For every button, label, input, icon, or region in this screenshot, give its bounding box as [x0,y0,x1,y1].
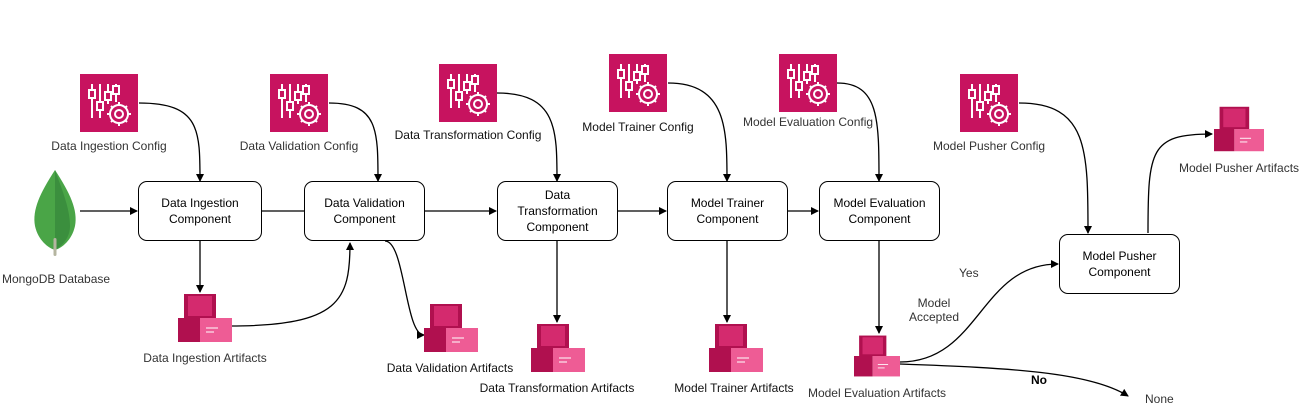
edge-validation-to-artifacts [384,240,425,339]
model-pusher-component[interactable]: Model Pusher Component [1059,234,1180,294]
model-accepted-label: Model Accepted [908,296,960,324]
edge-evaluation-no-to-none [899,363,1129,397]
config-sliders-gear-icon [960,74,1018,132]
data-transformation-artifacts-label: Data Transformation Artifacts [479,381,635,395]
model-pusher-artifacts-label: Model Pusher Artifacts [1178,161,1299,175]
edge-validation-config [328,102,382,182]
edge-ingestion-config [138,102,204,182]
config-sliders-gear-icon [779,54,837,112]
edge-pusher-to-artifacts [1147,130,1213,234]
artifact-boxes-icon [424,304,478,352]
model-trainer-artifacts-label: Model Trainer Artifacts [674,381,794,395]
model-evaluation-config-label: Model Evaluation Config [742,115,874,129]
edge-transformation-config [496,92,561,182]
data-ingestion-artifacts-label: Data Ingestion Artifacts [143,351,267,365]
mongodb-label: MongoDB Database [2,272,111,286]
model-trainer-config-label: Model Trainer Config [582,120,694,134]
edge-trainer-config [667,82,731,182]
edge-ingestion-artifacts-to-validation [229,242,354,327]
artifact-boxes-icon [178,294,232,342]
data-validation-artifacts-label: Data Validation Artifacts [386,361,514,375]
model-evaluation-component[interactable]: Model Evaluation Component [819,181,940,241]
edge-pusher-config [1018,102,1092,234]
data-ingestion-component[interactable]: Data Ingestion Component [138,181,262,241]
artifact-boxes-icon [709,324,763,372]
data-ingestion-config-label: Data Ingestion Config [51,139,167,153]
data-transformation-config-label: Data Transformation Config [394,128,542,142]
config-sliders-gear-icon [80,74,138,132]
edge-evaluation-yes-to-pusher [899,260,1059,363]
mongodb-leaf-icon [30,168,80,258]
yes-label: Yes [959,266,979,280]
config-sliders-gear-icon [609,54,667,112]
data-validation-component[interactable]: Data Validation Component [304,181,425,241]
data-validation-config-label: Data Validation Config [239,139,359,153]
data-transformation-component[interactable]: Data Transformation Component [497,181,618,241]
edge-evaluation-config [836,82,883,182]
config-sliders-gear-icon [439,64,497,122]
none-label: None [1145,392,1174,406]
artifact-boxes-icon [1214,104,1264,154]
no-label: No [1031,373,1047,387]
model-evaluation-artifacts-label: Model Evaluation Artifacts [807,386,947,400]
artifact-boxes-icon [531,324,585,372]
model-pusher-config-label: Model Pusher Config [932,139,1046,153]
config-sliders-gear-icon [270,74,328,132]
artifact-boxes-icon [854,334,900,378]
model-trainer-component[interactable]: Model Trainer Component [667,181,788,241]
